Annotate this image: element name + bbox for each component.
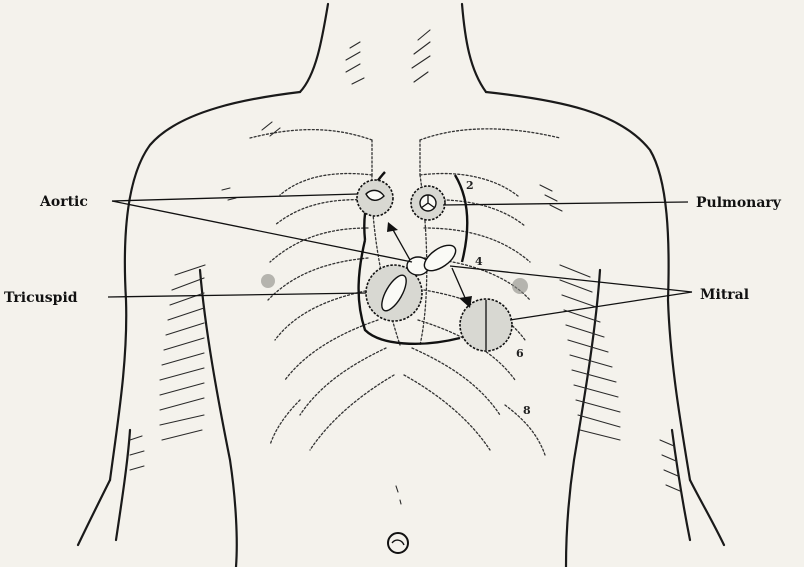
aortic-area: [357, 180, 393, 216]
label-tricuspid: Tricuspid: [4, 290, 78, 306]
right-nipple-mark: [512, 278, 528, 294]
abdomen-marks: [396, 486, 401, 504]
center-valves: [407, 240, 460, 275]
rib-number-6: 6: [516, 347, 524, 360]
rib-number-2: 2: [466, 179, 474, 192]
mitral-area: [460, 299, 512, 351]
right-arm-hatching: [560, 265, 680, 491]
label-pulmonary: Pulmonary: [696, 195, 782, 211]
label-mitral: Mitral: [700, 287, 749, 303]
rib-number-8: 8: [523, 404, 531, 417]
navel: [388, 533, 408, 553]
rib-number-4: 4: [475, 255, 483, 268]
label-aortic: Aortic: [39, 194, 88, 210]
pulmonary-area: [411, 186, 445, 220]
left-nipple-mark: [261, 274, 275, 288]
neck-hatching: [346, 30, 430, 84]
